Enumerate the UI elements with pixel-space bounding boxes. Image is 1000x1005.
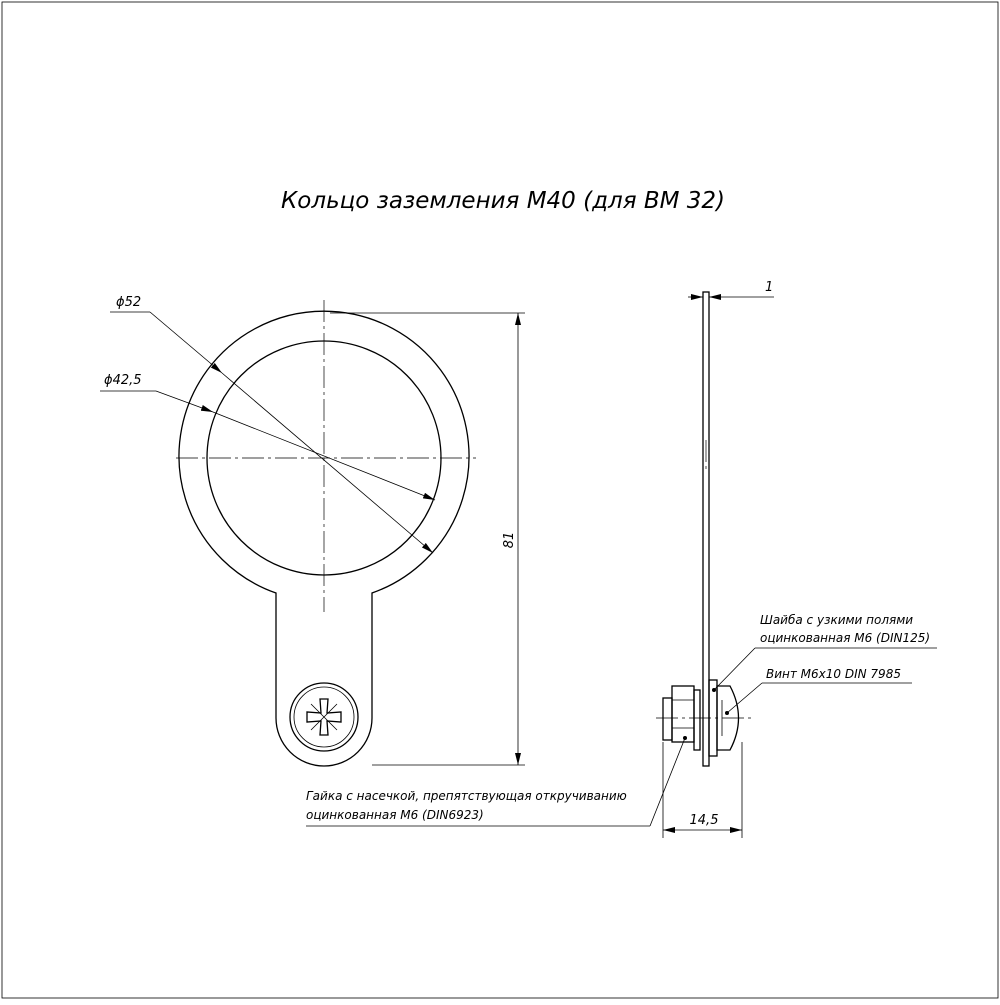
washer-label-2: оцинкованная М6 (DIN125): [760, 631, 930, 645]
nut-callout: Гайка с насечкой, препятствующая откручи…: [306, 736, 687, 827]
nut-label-2: оцинкованная М6 (DIN6923): [306, 808, 484, 822]
screw-head-side: [716, 685, 740, 751]
drawing-title: Кольцо заземления М40 (для ВМ 32): [281, 188, 725, 214]
ring-side-view: [656, 291, 752, 767]
nut-flange: [662, 697, 673, 741]
washer-callout: Шайба с узкими полями оцинкованная М6 (D…: [712, 613, 937, 692]
width-label: 14,5: [690, 813, 719, 828]
washer-label-1: Шайба с узкими полями: [760, 613, 913, 627]
dimension-height: 81: [330, 312, 525, 766]
phillips-cross-icon: [306, 698, 342, 736]
dimension-outer-diameter: ϕ52: [110, 295, 434, 554]
dimension-assembly-width: 14,5: [662, 742, 743, 838]
screw-label: Винт М6х10 DIN 7985: [766, 667, 901, 681]
height-label: 81: [502, 532, 517, 549]
ring-plate-side: [702, 291, 710, 767]
dimension-inner-diameter: ϕ42,5: [100, 373, 436, 501]
screw-callout: Винт М6х10 DIN 7985: [725, 667, 912, 715]
nut-label-1: Гайка с насечкой, препятствующая откручи…: [306, 789, 627, 803]
screw-head-inner: [293, 686, 355, 748]
outer-diameter-label: ϕ52: [116, 295, 141, 310]
screw-head: [289, 682, 359, 752]
ring-outer-contour: [178, 310, 470, 767]
inner-diameter-label: ϕ42,5: [104, 373, 142, 388]
nut-body: [671, 685, 695, 743]
thickness-label: 1: [765, 280, 773, 295]
ring-front-view: [176, 300, 476, 767]
dimension-thickness: 1: [688, 280, 774, 300]
screw-head-outer: [289, 682, 359, 752]
nut-collar: [693, 689, 701, 751]
